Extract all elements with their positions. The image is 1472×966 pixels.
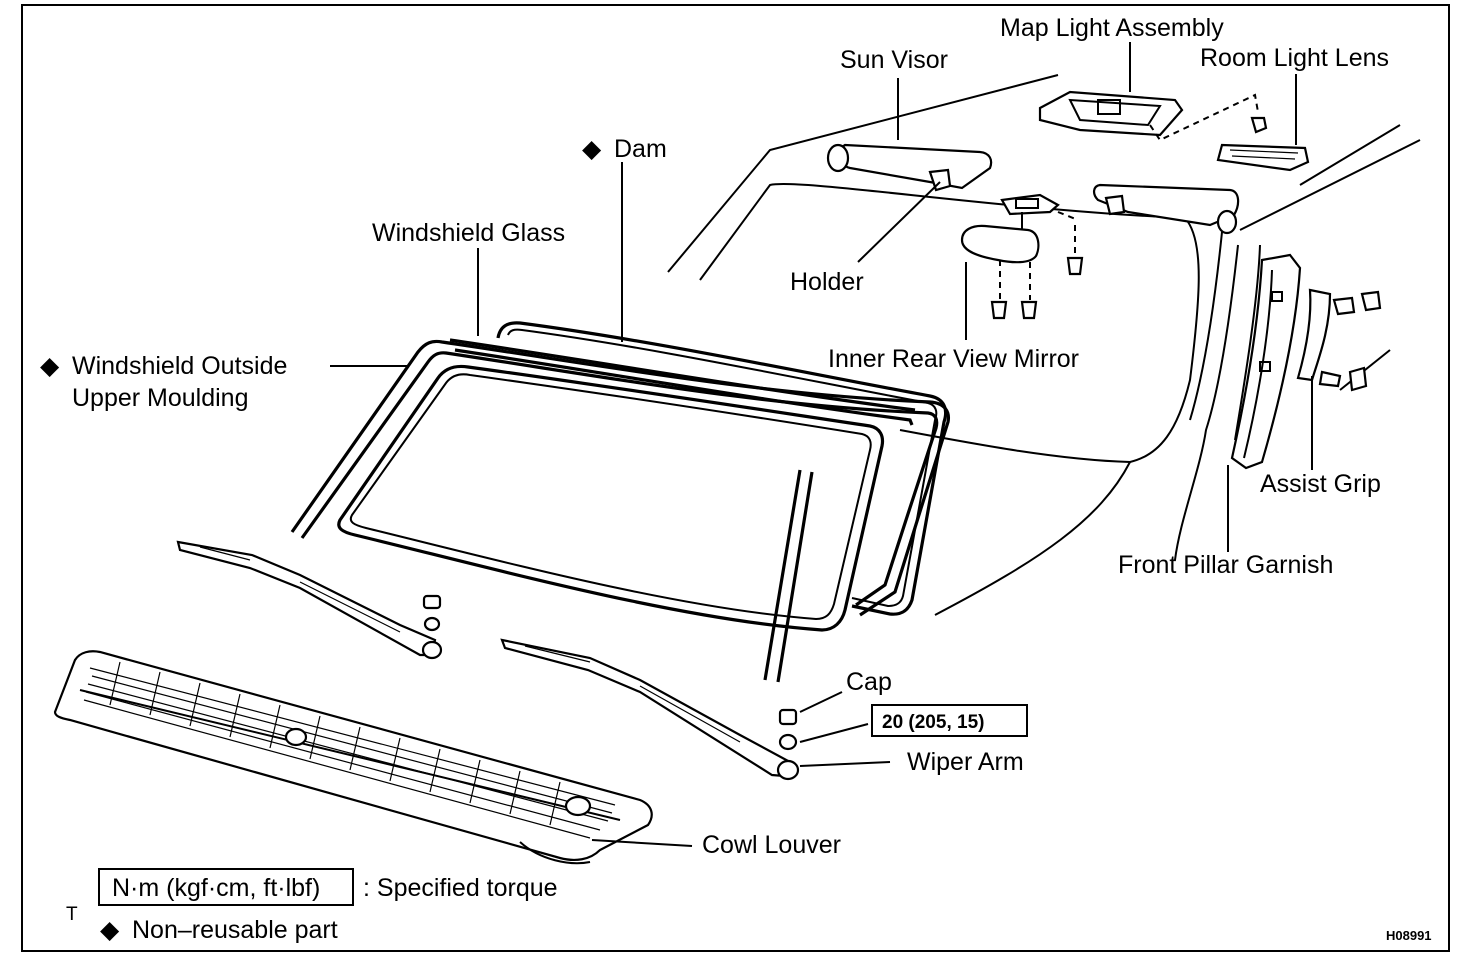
vehicle-body-outline xyxy=(667,74,1421,616)
sun-visor-right xyxy=(1093,183,1240,235)
label-dam: Dam xyxy=(614,135,667,163)
wiper-arm-left xyxy=(176,540,443,660)
moulding-diamond-icon: ◆ xyxy=(40,352,60,380)
legend-nonreusable: Non–reusable part xyxy=(132,916,338,944)
label-front-pillar-garnish: Front Pillar Garnish xyxy=(1118,551,1333,579)
torque-box xyxy=(871,704,1028,737)
dam xyxy=(496,321,948,616)
front-pillar-garnish xyxy=(1230,253,1302,470)
legend-diamond-icon: ◆ xyxy=(100,916,120,944)
leader-lines xyxy=(330,42,1313,847)
legend-marker-letter: T xyxy=(66,904,78,925)
label-cowl-louver: Cowl Louver xyxy=(702,831,841,859)
dam-diamond-icon: ◆ xyxy=(582,135,602,163)
sun-visor-left xyxy=(826,143,993,192)
inner-rear-view-mirror xyxy=(960,193,1084,320)
torque-value: 20 (205, 15) xyxy=(882,712,984,733)
label-sun-visor: Sun Visor xyxy=(840,46,948,74)
label-holder: Holder xyxy=(790,268,864,296)
figure-id: H08991 xyxy=(1386,928,1432,943)
label-room-light-lens: Room Light Lens xyxy=(1200,44,1389,72)
legend-torque-desc: : Specified torque xyxy=(363,874,558,902)
legend-torque-unit: N·m (kgf·cm, ft·lbf) xyxy=(112,874,320,902)
map-light-assembly xyxy=(1038,90,1268,142)
label-inner-rear-view-mirror: Inner Rear View Mirror xyxy=(828,345,1079,373)
legend-torque-box xyxy=(98,868,354,906)
diagram-frame xyxy=(21,4,1450,952)
label-map-light-assembly: Map Light Assembly xyxy=(1000,14,1224,42)
label-windshield-outside-upper-moulding-line2: Upper Moulding xyxy=(72,384,249,412)
cowl-louver xyxy=(53,650,653,865)
assist-grip xyxy=(1296,288,1382,392)
label-windshield-glass: Windshield Glass xyxy=(372,219,565,247)
label-wiper-arm: Wiper Arm xyxy=(907,748,1024,776)
label-cap: Cap xyxy=(846,668,892,696)
windshield-glass xyxy=(337,338,916,683)
room-light-lens xyxy=(1216,143,1310,172)
wiper-arm-right xyxy=(500,638,800,781)
label-assist-grip: Assist Grip xyxy=(1260,470,1381,498)
legend: N·m (kgf·cm, ft·lbf) : Specified torque … xyxy=(66,868,558,944)
label-windshield-outside-upper-moulding-line1: Windshield Outside xyxy=(72,352,287,380)
